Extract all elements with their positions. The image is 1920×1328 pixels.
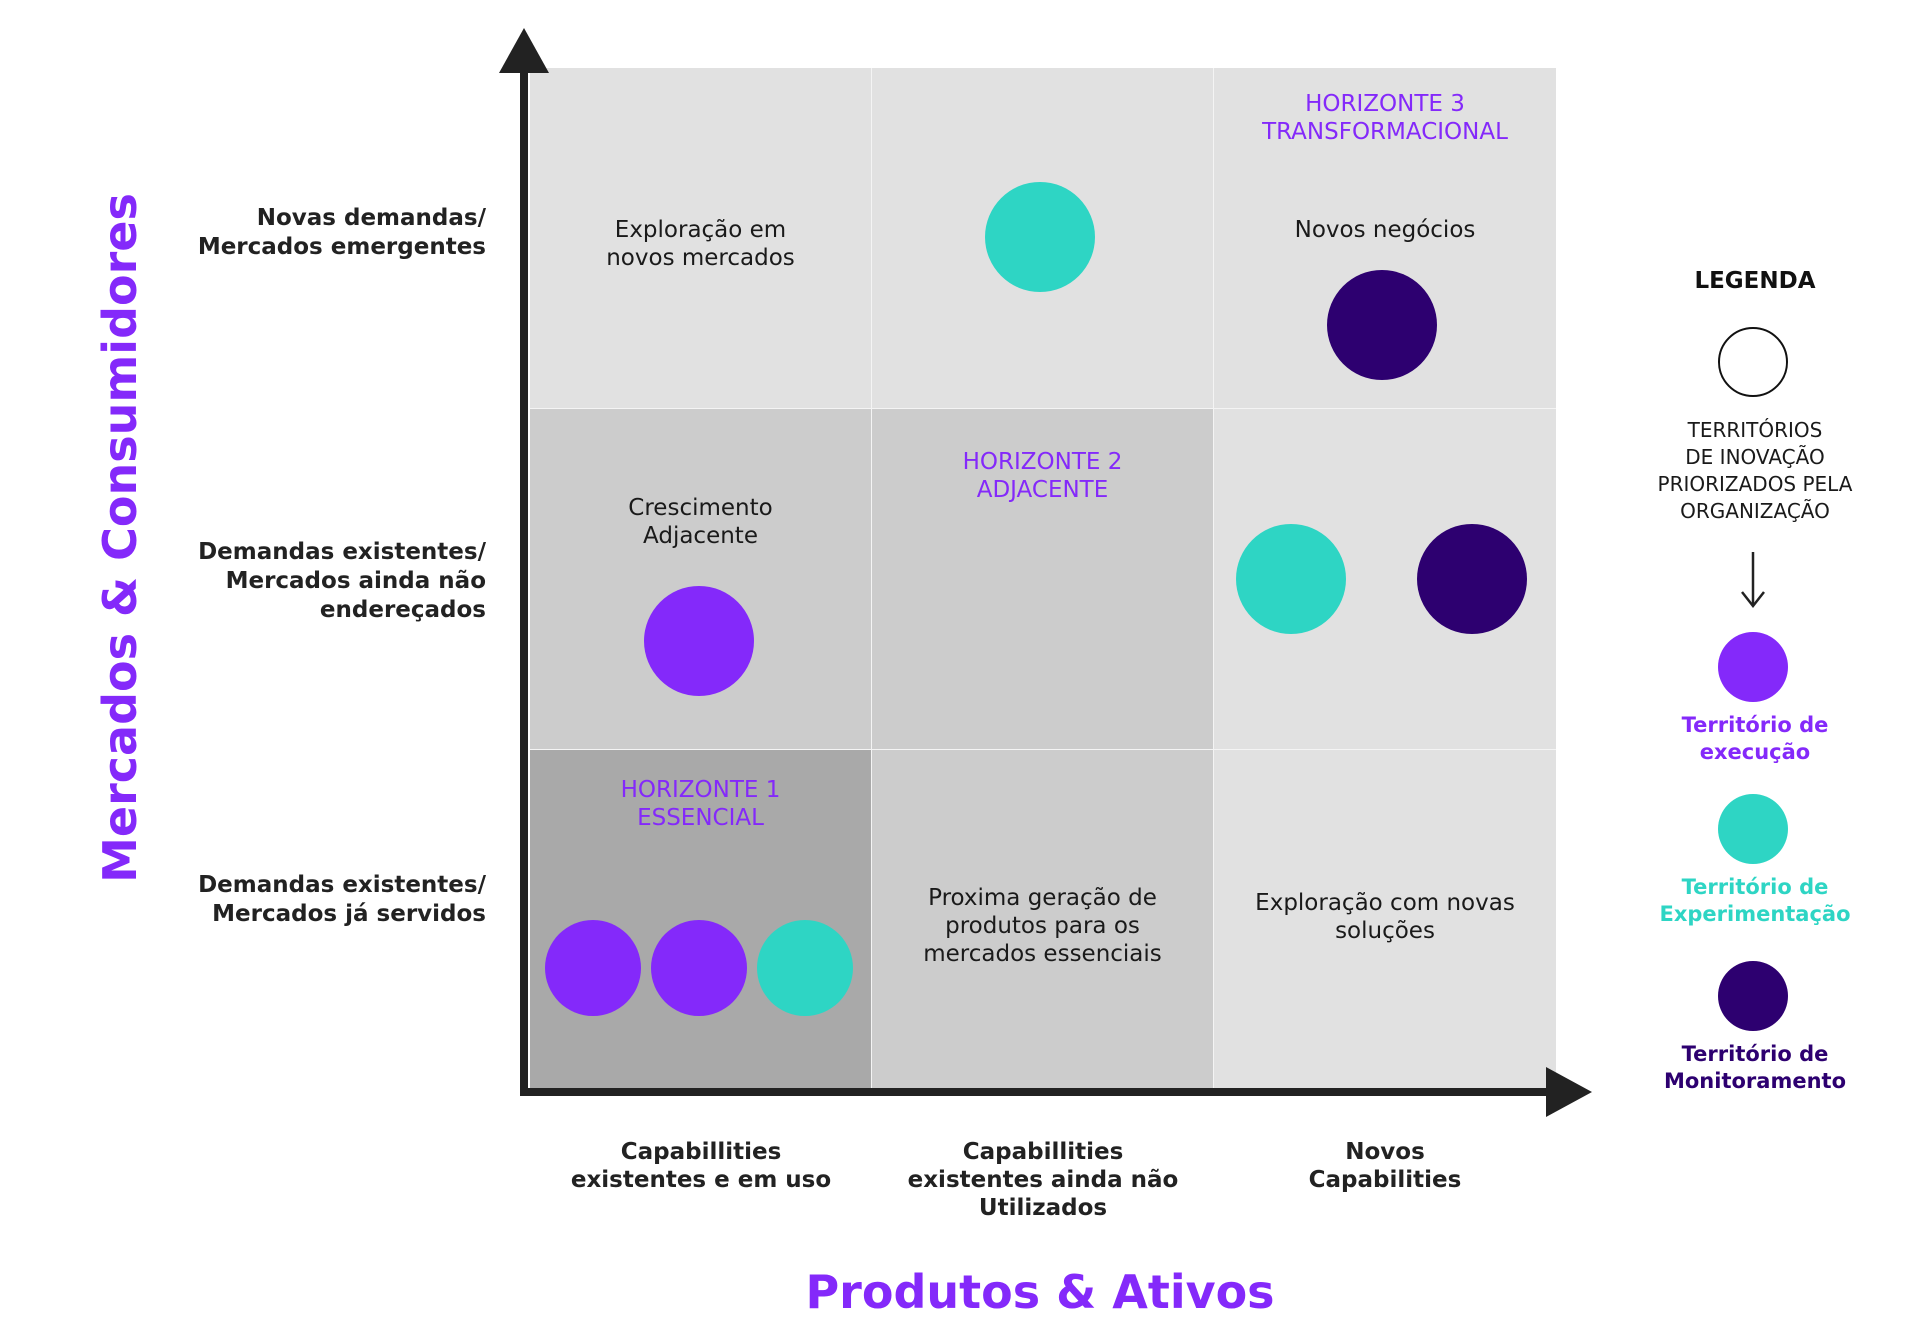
experimentation-dot [1236, 524, 1346, 634]
cell-bottom-center: Proxima geração de produtos para os merc… [872, 750, 1214, 1088]
execution-dot [545, 920, 641, 1016]
y-axis-title: Mercados & Consumidores [93, 193, 147, 883]
legend-title: LEGENDA [1694, 268, 1816, 294]
legend-execution-dot [1718, 632, 1788, 702]
monitoring-dot [1417, 524, 1527, 634]
cell-mid-left-text: Crescimento Adjacente [628, 495, 773, 549]
legend-outline-circle [1718, 327, 1788, 397]
column-label-center: Capabillities existentes ainda não Utili… [907, 1139, 1179, 1221]
execution-dot [651, 920, 747, 1016]
row-label-top: Novas demandas/ Mercados emergentes [197, 205, 486, 260]
cell-mid-center: HORIZONTE 2 ADJACENTE [872, 409, 1214, 750]
y-axis-arrowhead [499, 28, 549, 73]
cell-bottom-left: HORIZONTE 1 ESSENCIAL [530, 750, 872, 1088]
cell-bottom-right: Exploração com novas soluções [1214, 750, 1556, 1088]
experimentation-dot [757, 920, 853, 1016]
horizon-3-label: HORIZONTE 3 TRANSFORMACIONAL [1262, 91, 1508, 145]
legend-monitoring-label: Território de Monitoramento [1663, 1042, 1846, 1093]
cell-bottom-right-text: Exploração com novas soluções [1255, 890, 1515, 944]
horizon-2-label: HORIZONTE 2 ADJACENTE [962, 449, 1123, 503]
x-axis-title: Produtos & Ativos [805, 1265, 1275, 1319]
legend-experimentation-label: Território de Experimentação [1659, 875, 1851, 926]
legend-experimentation-dot [1718, 794, 1788, 864]
column-label-right: Novos Capabilities [1308, 1139, 1462, 1193]
experimentation-dot [985, 182, 1095, 292]
cell-top-right-text: Novos negócios [1294, 217, 1476, 243]
legend-prioritized-text: TERRITÓRIOS DE INOVAÇÃO PRIORIZADOS PELA… [1657, 418, 1853, 523]
arrow-down-icon [1741, 552, 1765, 609]
cell-top-left: Exploração em novos mercados [530, 68, 872, 409]
horizon-1-label: HORIZONTE 1 ESSENCIAL [620, 777, 781, 831]
legend-execution-label: Território de execução [1681, 713, 1829, 764]
x-axis-arrowhead [1546, 1067, 1592, 1117]
execution-dot [644, 586, 754, 696]
monitoring-dot [1327, 270, 1437, 380]
cell-top-left-text: Exploração em novos mercados [606, 217, 795, 271]
cell-bottom-center-text: Proxima geração de produtos para os merc… [923, 885, 1162, 967]
row-label-middle: Demandas existentes/ Mercados ainda não … [198, 539, 486, 623]
legend-monitoring-dot [1718, 961, 1788, 1031]
column-label-left: Capabillities existentes e em uso [570, 1139, 832, 1193]
row-label-bottom: Demandas existentes/ Mercados já servido… [198, 872, 486, 927]
